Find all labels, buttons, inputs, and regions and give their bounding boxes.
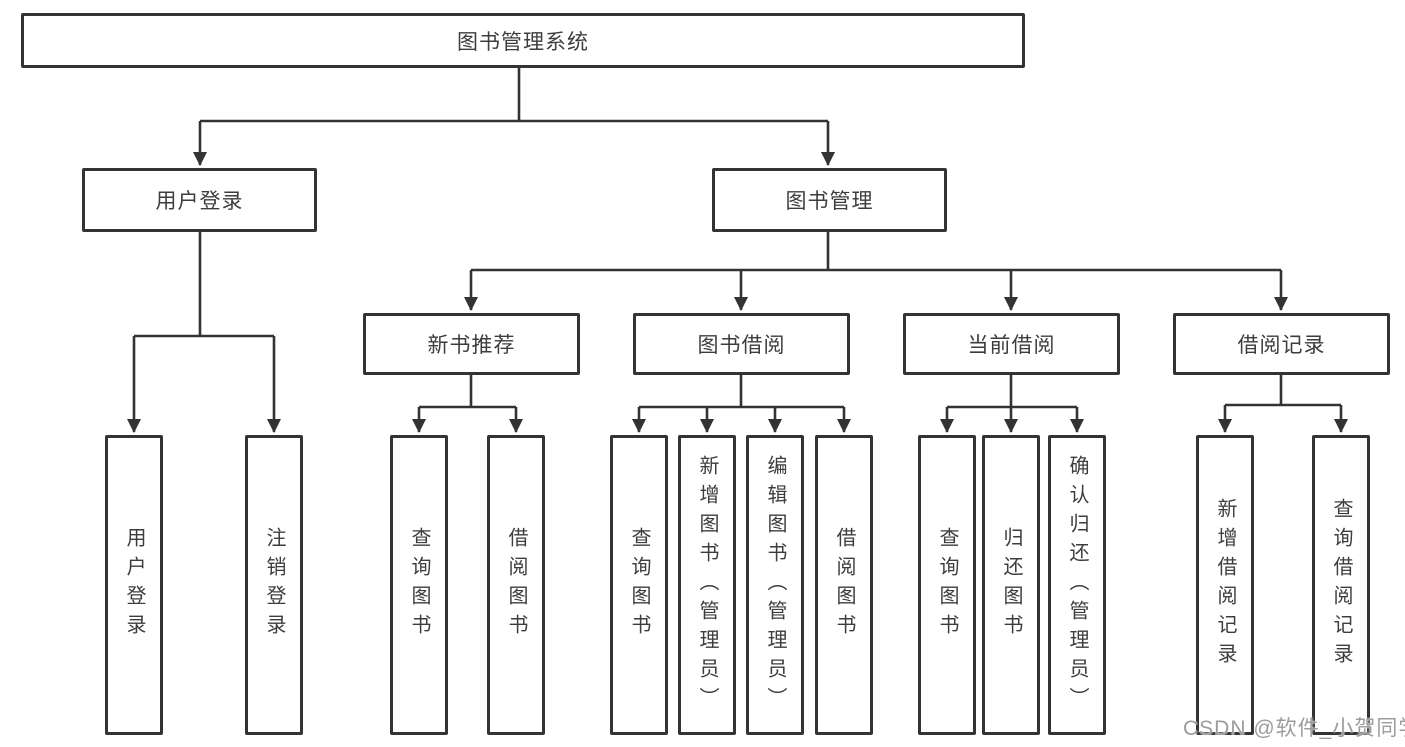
- leaf-add-book-admin: 新增图书（管理员）: [678, 435, 736, 735]
- node-label: 新增借阅记录: [1214, 498, 1236, 672]
- node-label: 编辑图书（管理员）: [764, 454, 786, 716]
- node-label: 查询图书: [408, 527, 430, 643]
- leaf-query-books-recommend: 查询图书: [390, 435, 448, 735]
- node-label: 借阅记录: [1237, 334, 1326, 357]
- leaf-query-books-current: 查询图书: [918, 435, 976, 735]
- leaf-user-login: 用户登录: [105, 435, 163, 735]
- node-label: 借阅图书: [833, 527, 855, 643]
- leaf-add-borrow-record: 新增借阅记录: [1196, 435, 1254, 735]
- leaf-borrow-books-borrowing: 借阅图书: [815, 435, 873, 735]
- node-label: 查询图书: [628, 527, 650, 643]
- node-label: 图书管理系统: [457, 30, 589, 54]
- node-label: 新书推荐: [427, 334, 516, 357]
- leaf-borrow-books-recommend: 借阅图书: [487, 435, 545, 735]
- node-label: 查询借阅记录: [1330, 498, 1352, 672]
- leaf-edit-book-admin: 编辑图书（管理员）: [746, 435, 804, 735]
- node-label: 图书借阅: [697, 334, 786, 357]
- node-label: 借阅图书: [505, 527, 527, 643]
- node-root: 图书管理系统: [21, 13, 1025, 68]
- leaf-query-borrow-record: 查询借阅记录: [1312, 435, 1370, 735]
- node-label: 图书管理: [785, 190, 874, 213]
- watermark: CSDN @软件_小贺同学: [1183, 717, 1405, 740]
- leaf-query-books-borrowing: 查询图书: [610, 435, 668, 735]
- node-label: 归还图书: [1000, 527, 1022, 643]
- node-new-book-recommend: 新书推荐: [363, 313, 580, 375]
- node-label: 注销登录: [263, 527, 285, 643]
- node-label: 用户登录: [123, 527, 145, 643]
- node-label: 用户登录: [155, 190, 244, 213]
- node-label: 当前借阅: [967, 334, 1056, 357]
- node-label: 新增图书（管理员）: [696, 454, 718, 716]
- node-book-management: 图书管理: [712, 168, 947, 232]
- node-label: 查询图书: [936, 527, 958, 643]
- leaf-return-books: 归还图书: [982, 435, 1040, 735]
- node-book-borrowing: 图书借阅: [633, 313, 850, 375]
- node-current-borrowing: 当前借阅: [903, 313, 1120, 375]
- node-label: 确认归还（管理员）: [1066, 454, 1088, 716]
- node-borrowing-records: 借阅记录: [1173, 313, 1390, 375]
- leaf-logout: 注销登录: [245, 435, 303, 735]
- leaf-confirm-return-admin: 确认归还（管理员）: [1048, 435, 1106, 735]
- node-user-login: 用户登录: [82, 168, 317, 232]
